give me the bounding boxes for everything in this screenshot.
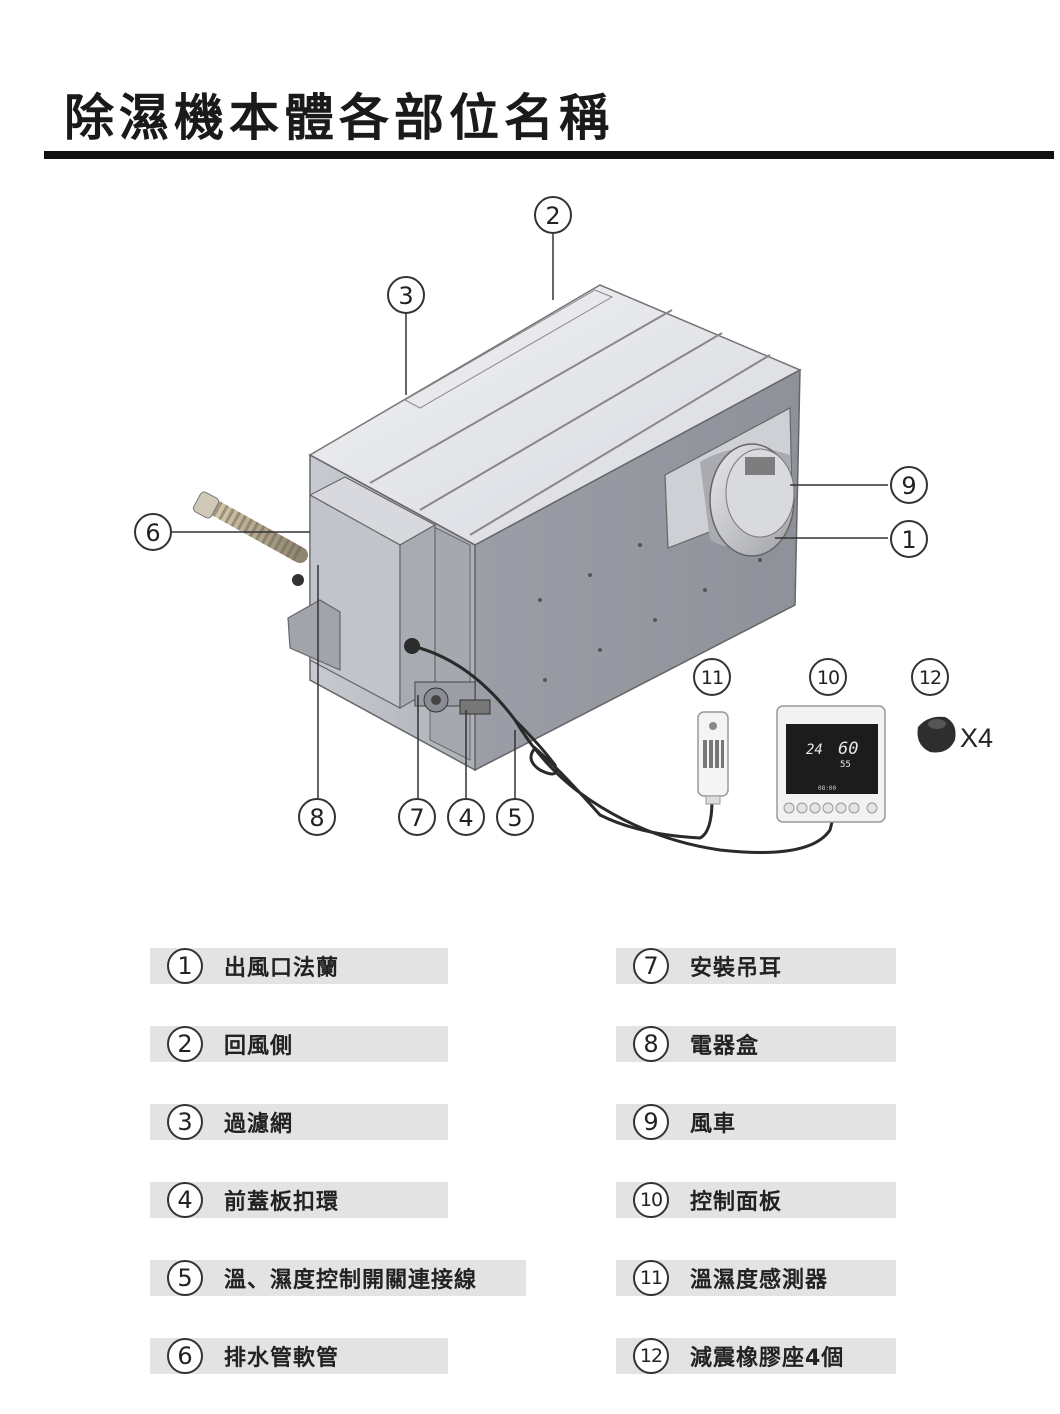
legend-label: 前蓋板扣環: [224, 1190, 340, 1215]
callout-7: 7: [398, 798, 436, 836]
legend-item: 12 減震橡膠座4個: [616, 1338, 896, 1374]
title-rule: [44, 151, 1054, 159]
legend-label: 控制面板: [690, 1190, 783, 1215]
dehumidifier-diagram: 24 60 55 08:00: [172, 233, 956, 854]
leader-lines: [172, 233, 888, 798]
legend-label: 溫、濕度控制開關連接線: [224, 1268, 478, 1293]
legend-item: 4 前蓋板扣環: [150, 1182, 448, 1218]
legend-item: 11 溫濕度感測器: [616, 1260, 896, 1296]
humidity-sensor: [697, 711, 729, 805]
callout-8: 8: [298, 798, 336, 836]
legend-number: 2: [167, 1026, 203, 1062]
electrical-box: [287, 476, 437, 710]
callout-6: 6: [134, 513, 172, 551]
callout-3: 3: [387, 276, 425, 314]
legend-label: 減震橡膠座4個: [690, 1346, 845, 1371]
drain-hose: [192, 491, 308, 586]
legend-number: 7: [633, 948, 669, 984]
callout-5: 5: [496, 798, 534, 836]
callout-11: 11: [693, 658, 731, 696]
legend-label: 電器盒: [690, 1034, 760, 1059]
callout-4: 4: [447, 798, 485, 836]
controller-humidity: 60: [838, 739, 858, 759]
legend-item: 9 風車: [616, 1104, 896, 1140]
callout-10: 10: [809, 658, 847, 696]
legend-item: 5 溫、濕度控制開關連接線: [150, 1260, 526, 1296]
legend-label: 排水管軟管: [224, 1346, 340, 1371]
legend-item: 1 出風口法蘭: [150, 948, 448, 984]
controller-buttons: [783, 802, 878, 814]
page-title: 除濕機本體各部位名稱: [64, 89, 614, 147]
legend-label: 過濾網: [224, 1112, 294, 1137]
legend-label: 風車: [690, 1112, 737, 1137]
controller-clock: 08:00: [818, 785, 836, 792]
legend-item: 7 安裝吊耳: [616, 948, 896, 984]
legend-number: 3: [167, 1104, 203, 1140]
legend-number: 5: [167, 1260, 203, 1296]
legend-number: 6: [167, 1338, 203, 1374]
legend-item: 3 過濾網: [150, 1104, 448, 1140]
rubber-mount: [917, 716, 956, 753]
legend-number: 1: [167, 948, 203, 984]
controller-setpoint: 55: [840, 760, 851, 770]
quantity-label: X4: [960, 723, 994, 753]
control-cable: [411, 644, 834, 854]
callout-12: 12: [911, 658, 949, 696]
legend-item: 6 排水管軟管: [150, 1338, 448, 1374]
legend-label: 安裝吊耳: [690, 956, 783, 981]
legend-number: 4: [167, 1182, 203, 1218]
legend-item: 8 電器盒: [616, 1026, 896, 1062]
callout-1: 1: [890, 520, 928, 558]
callout-9: 9: [890, 466, 928, 504]
legend-item: 2 回風側: [150, 1026, 448, 1062]
controller-temp: 24: [806, 742, 823, 758]
legend-number: 11: [633, 1260, 669, 1296]
control-panel-device: 24 60 55 08:00: [776, 705, 886, 823]
legend-label: 出風口法蘭: [224, 956, 340, 981]
outlet-flange: [664, 407, 795, 557]
callout-2: 2: [534, 196, 572, 234]
legend-number: 10: [633, 1182, 669, 1218]
legend-item: 10 控制面板: [616, 1182, 896, 1218]
legend-label: 溫濕度感測器: [690, 1268, 829, 1293]
legend-number: 12: [633, 1338, 669, 1374]
legend-number: 9: [633, 1104, 669, 1140]
legend-label: 回風側: [224, 1034, 294, 1059]
mounting-bracket: [414, 681, 491, 715]
legend-number: 8: [633, 1026, 669, 1062]
